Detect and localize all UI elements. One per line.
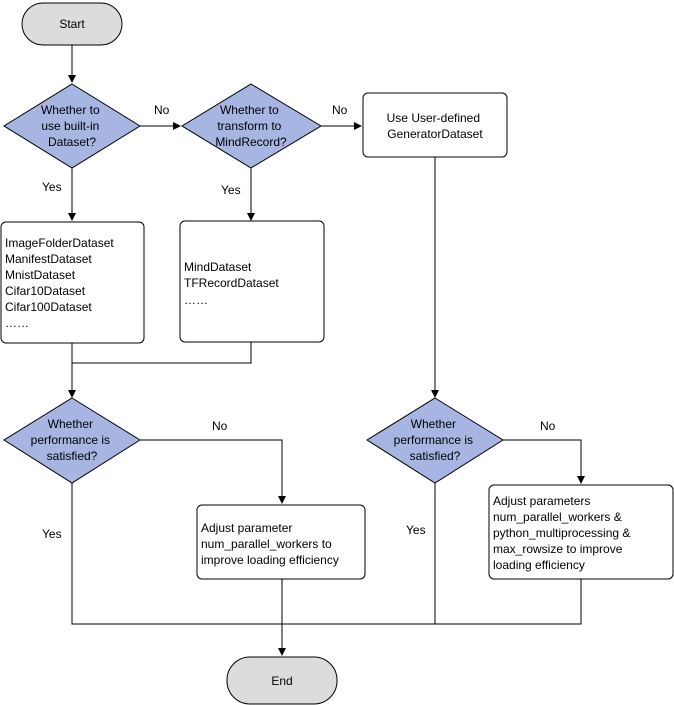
adjust-left-line-3: improve loading efficiency bbox=[201, 553, 339, 567]
decision-transform: Whether to transform to MindRecord? bbox=[181, 83, 322, 169]
edge-perf-right-no bbox=[503, 439, 585, 484]
generator-line-2: GeneratorDataset bbox=[387, 127, 483, 141]
builtin-dataset-box: ImageFolderDataset ManifestDataset Mnist… bbox=[0, 221, 145, 344]
svg-text:Whether performance is: Whether performance is satisfied? bbox=[394, 417, 477, 463]
start-label: Start bbox=[59, 17, 85, 31]
connectors bbox=[68, 45, 585, 656]
edge-adjust-right-out bbox=[435, 579, 582, 625]
svg-text:MindDataset TFRecordData: MindDataset TFRecordDataset …… bbox=[184, 260, 282, 307]
svg-text:Whether to use built-in: Whether to use built-in Dataset? bbox=[41, 103, 103, 149]
perf-right-line-1: Whether bbox=[411, 417, 456, 431]
edge-label-no-3: No bbox=[212, 419, 228, 433]
adjust-right-line-1: Adjust parameters bbox=[493, 494, 590, 508]
svg-text:Adjust parameter num_par: Adjust parameter num_parallel_workers to… bbox=[201, 521, 339, 567]
perf-right-line-2: performance is bbox=[394, 433, 473, 447]
builtin-item-1: ImageFolderDataset bbox=[5, 236, 114, 250]
generator-line-1: Use User-defined bbox=[387, 111, 480, 125]
edge-merge-lists bbox=[71, 342, 252, 364]
edge-label-yes-1: Yes bbox=[42, 180, 62, 194]
decision-performance-left: Whether performance is satisfied? bbox=[3, 397, 141, 484]
decision-builtin-line-1: Whether to bbox=[41, 103, 100, 117]
adjust-right-box: Adjust parameters num_parallel_workers &… bbox=[488, 484, 674, 580]
perf-left-line-1: Whether bbox=[48, 417, 93, 431]
adjust-left-line-1: Adjust parameter bbox=[201, 521, 292, 535]
builtin-item-6: …… bbox=[5, 316, 29, 330]
perf-left-line-2: performance is bbox=[31, 433, 110, 447]
builtin-item-3: MnistDataset bbox=[5, 268, 76, 282]
edge-labels: No No Yes Yes No Yes No Yes bbox=[42, 103, 556, 541]
adjust-right-line-2: num_parallel_workers & bbox=[493, 510, 622, 524]
edge-label-yes-3: Yes bbox=[42, 527, 62, 541]
edge-label-no-2: No bbox=[332, 103, 348, 117]
svg-text:Whether to transform to: Whether to transform to MindRecord? bbox=[215, 103, 287, 149]
decision-transform-line-3: MindRecord? bbox=[215, 135, 287, 149]
builtin-item-2: ManifestDataset bbox=[5, 252, 92, 266]
perf-left-line-3: satisfied? bbox=[47, 449, 98, 463]
adjust-left-box: Adjust parameter num_parallel_workers to… bbox=[196, 504, 366, 580]
builtin-item-4: Cifar10Dataset bbox=[5, 284, 86, 298]
edge-perf-left-no bbox=[140, 439, 286, 504]
mind-dataset-box: MindDataset TFRecordDataset …… bbox=[179, 220, 325, 343]
end-node: End bbox=[226, 656, 338, 705]
adjust-left-line-2: num_parallel_workers to bbox=[201, 537, 332, 551]
adjust-right-line-5: loading efficiency bbox=[493, 558, 585, 572]
edge-label-no-4: No bbox=[540, 419, 556, 433]
decision-builtin-line-3: Dataset? bbox=[48, 135, 96, 149]
svg-text:ImageFolderDataset Manif: ImageFolderDataset ManifestDataset Mnist… bbox=[5, 236, 117, 330]
mind-item-1: MindDataset bbox=[184, 260, 252, 274]
decision-transform-line-1: Whether to bbox=[220, 103, 279, 117]
end-label: End bbox=[271, 674, 292, 688]
svg-text:Whether performance is: Whether performance is satisfied? bbox=[31, 417, 114, 463]
generator-box: Use User-defined GeneratorDataset bbox=[362, 92, 508, 158]
edge-label-yes-4: Yes bbox=[406, 523, 426, 537]
mind-item-3: …… bbox=[184, 293, 208, 307]
edge-label-yes-2: Yes bbox=[221, 183, 241, 197]
start-node: Start bbox=[21, 2, 123, 46]
decision-builtin: Whether to use built-in Dataset? bbox=[3, 83, 141, 169]
decision-transform-line-2: transform to bbox=[217, 119, 281, 133]
edge-perf-left-yes bbox=[71, 483, 282, 625]
decision-performance-right: Whether performance is satisfied? bbox=[366, 397, 504, 484]
edge-label-no-1: No bbox=[154, 103, 170, 117]
adjust-right-line-3: python_multiprocessing & bbox=[493, 526, 630, 540]
adjust-right-line-4: max_rowsize to improve bbox=[493, 542, 623, 556]
builtin-item-5: Cifar100Dataset bbox=[5, 300, 92, 314]
perf-right-line-3: satisfied? bbox=[410, 449, 461, 463]
decision-builtin-line-2: use built-in bbox=[41, 119, 99, 133]
svg-text:Adjust parameters num_pa: Adjust parameters num_parallel_workers &… bbox=[493, 494, 634, 572]
mind-item-2: TFRecordDataset bbox=[184, 276, 279, 290]
svg-text:Use User-defined Generat: Use User-defined GeneratorDataset bbox=[387, 111, 484, 141]
